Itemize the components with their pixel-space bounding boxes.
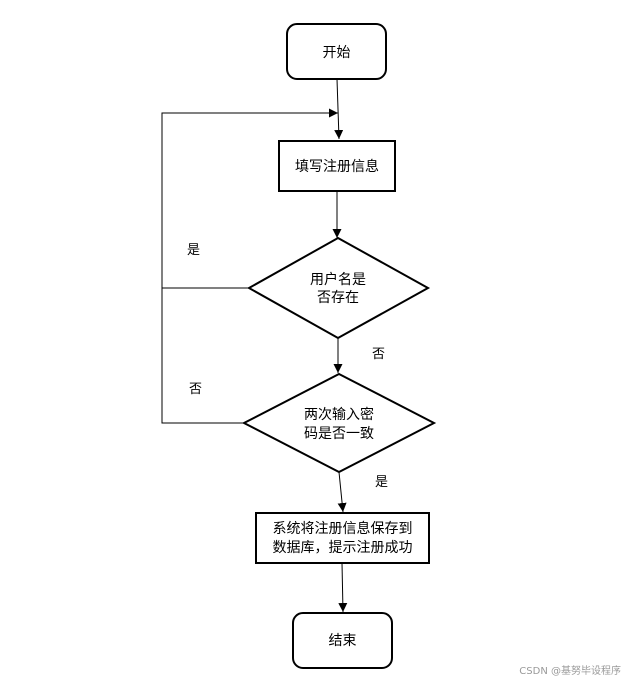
password-match-label-line1: 两次输入密	[304, 406, 374, 423]
save-node	[255, 512, 430, 564]
fill-info-node	[278, 140, 396, 192]
save-label-line2: 数据库，提示注册成功	[273, 540, 413, 556]
watermark: CSDN @基努毕设程序	[519, 666, 621, 677]
pwd-yes-label: 是	[375, 475, 388, 490]
arrow-save-to-end	[338, 562, 348, 613]
username-exists-label-line1: 用户名是	[310, 271, 366, 288]
password-match-decision	[241, 372, 437, 474]
arrow-start-to-fill	[334, 78, 344, 140]
username-exists-decision	[246, 236, 431, 340]
username-exists-label-line2: 否存在	[317, 290, 359, 306]
arrow-pwd-to-save	[337, 471, 347, 513]
start-label: 开始	[323, 45, 351, 61]
password-match-label-line2: 码是否一致	[304, 426, 374, 442]
fill-info-label: 填写注册信息	[295, 158, 379, 175]
pwd-mismatch-loop-line	[161, 288, 244, 424]
loop-back-line	[161, 108, 338, 289]
start-node	[286, 23, 387, 80]
exists-yes-label: 是	[187, 243, 200, 258]
end-node	[292, 612, 393, 669]
pwd-no-label: 否	[189, 382, 202, 397]
save-label-line1: 系统将注册信息保存到	[273, 520, 413, 537]
exists-no-label: 否	[372, 347, 385, 362]
end-label: 结束	[329, 633, 357, 649]
